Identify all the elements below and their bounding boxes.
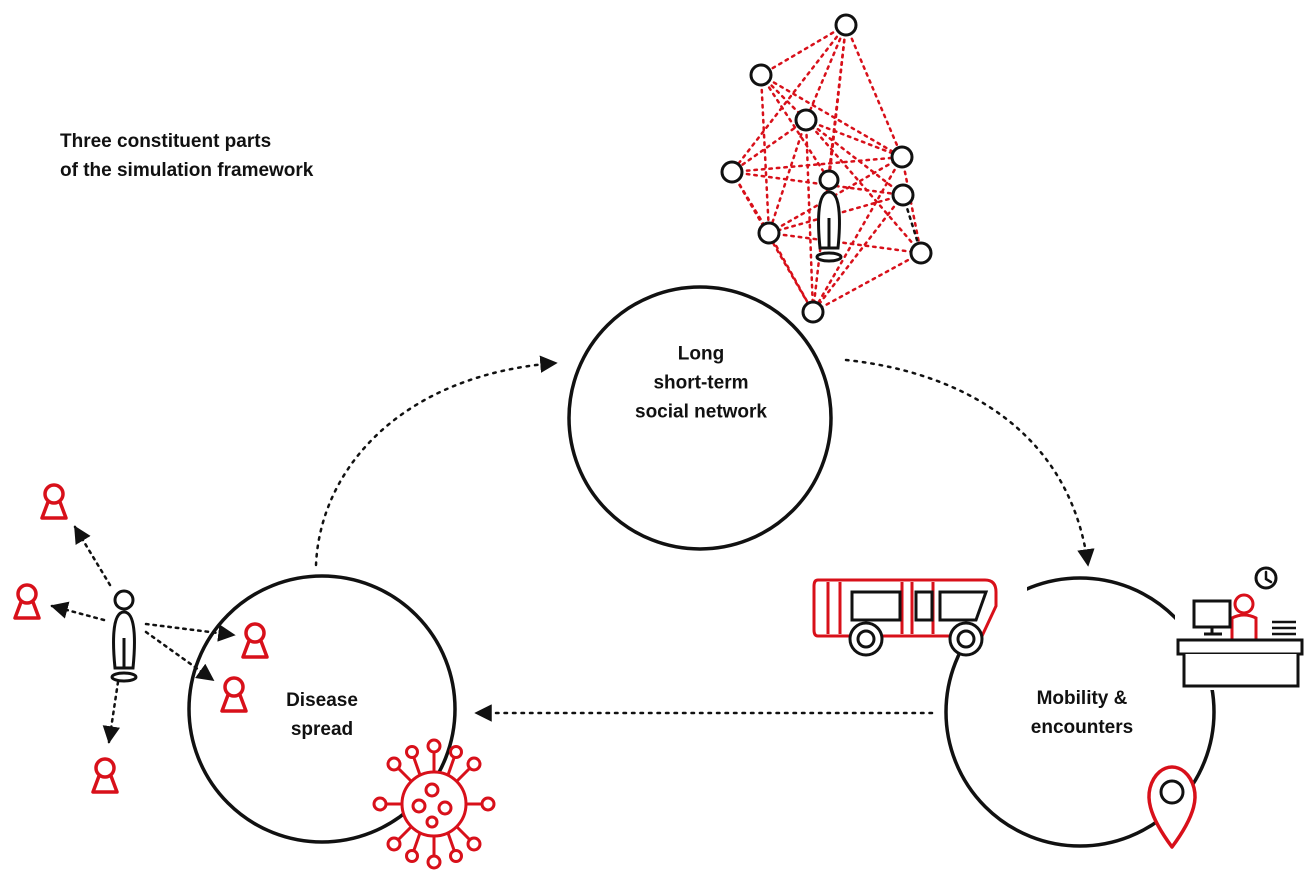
arrow-disease-to-social <box>314 355 558 567</box>
location-pin-icon <box>1147 765 1197 849</box>
mobility-label-line-2: encounters <box>1030 717 1134 738</box>
bus-icon <box>812 578 1027 657</box>
mobility-node <box>944 576 1216 848</box>
social-label-line-3: social network <box>635 401 767 423</box>
infected-person-icon <box>13 483 269 794</box>
disease-circle <box>187 574 457 844</box>
social-label-line-2: short-term <box>653 372 749 394</box>
disease-label-line-2: spread <box>290 719 354 740</box>
caption-line-2: of the simulation framework <box>60 160 314 181</box>
person-icon <box>815 169 843 263</box>
social-network-label: Long short-term social network <box>635 340 767 427</box>
mobility-label-line-1: Mobility & <box>1036 688 1128 709</box>
arrow-social-to-mobility <box>844 358 1095 567</box>
disease-label: Disease spread <box>286 686 358 744</box>
spreader-person-icon <box>110 589 138 683</box>
social-label-line-1: Long <box>677 343 725 365</box>
office-desk-icon <box>1175 590 1305 690</box>
mobility-circle <box>944 576 1216 848</box>
caption-line-1: Three constituent parts <box>60 131 272 152</box>
infection-arrows <box>50 525 236 744</box>
social-network-node <box>567 285 833 551</box>
cycle-arrows <box>314 355 1095 722</box>
clock-icon <box>1254 566 1278 590</box>
mobility-label: Mobility & encounters <box>1031 684 1133 742</box>
diagram-caption: Three constituent parts of the simulatio… <box>60 127 313 185</box>
virus-icon <box>372 738 496 870</box>
social-network-circle <box>567 285 833 551</box>
disease-label-line-1: Disease <box>286 690 358 711</box>
disease-node <box>187 574 457 844</box>
network-graph-icon <box>720 13 933 324</box>
